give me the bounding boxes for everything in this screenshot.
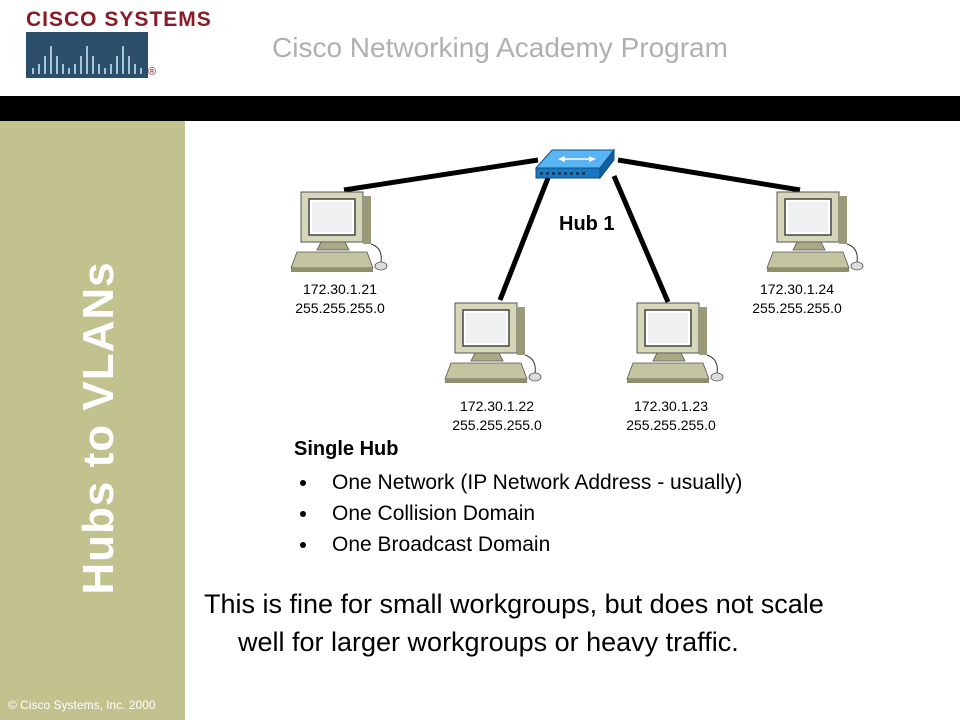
summary-line-2: well for larger workgroups or heavy traf… [238,627,739,657]
hub-icon [534,148,616,180]
cisco-bridge-icon [26,32,148,78]
host-1-mask: 255.255.255.0 [295,300,385,316]
link-host-2 [497,177,551,301]
program-title: Cisco Networking Academy Program [272,32,728,63]
host-2-address: 172.30.1.22 255.255.255.0 [443,397,551,435]
pc-host-3-icon [626,302,724,384]
host-4-mask: 255.255.255.0 [752,300,842,316]
host-4-address: 172.30.1.24 255.255.255.0 [743,280,851,318]
bullet-text: One Collision Domain [332,502,536,525]
bullet-icon [300,510,306,517]
link-host-1 [343,157,539,193]
pc-host-2-icon [444,302,542,384]
host-2-ip: 172.30.1.22 [460,398,534,414]
host-1-ip: 172.30.1.21 [303,281,377,297]
host-4-ip: 172.30.1.24 [760,281,834,297]
bullet-icon [300,541,306,548]
host-1-address: 172.30.1.21 255.255.255.0 [286,280,394,318]
info-title: Single Hub [294,438,399,460]
sidebar [0,121,185,720]
info-bullet-list: One Network (IP Network Address - usuall… [298,467,742,560]
cisco-logo: CISCO SYSTEMS ® [24,6,211,82]
pc-host-4-icon [766,191,864,273]
copyright: © Cisco Systems, Inc. 2000 [8,698,156,712]
logo-text: CISCO SYSTEMS [26,8,212,31]
list-item: One Network (IP Network Address - usuall… [298,467,742,498]
link-host-3 [611,175,671,303]
summary-line-1: This is fine for small workgroups, but d… [204,589,824,619]
host-3-mask: 255.255.255.0 [626,417,716,433]
pc-host-1-icon [290,191,388,273]
list-item: One Collision Domain [298,498,742,529]
bullet-text: One Broadcast Domain [332,533,551,556]
link-host-4 [617,157,801,193]
summary-text: This is fine for small workgroups, but d… [204,585,944,661]
bullet-text: One Network (IP Network Address - usuall… [332,471,743,494]
list-item: One Broadcast Domain [298,529,742,560]
bullet-icon [300,479,306,486]
header-bar [0,96,960,121]
host-2-mask: 255.255.255.0 [452,417,542,433]
hub-label: Hub 1 [559,213,615,235]
host-3-address: 172.30.1.23 255.255.255.0 [617,397,725,435]
host-3-ip: 172.30.1.23 [634,398,708,414]
registered-mark: ® [148,66,157,78]
